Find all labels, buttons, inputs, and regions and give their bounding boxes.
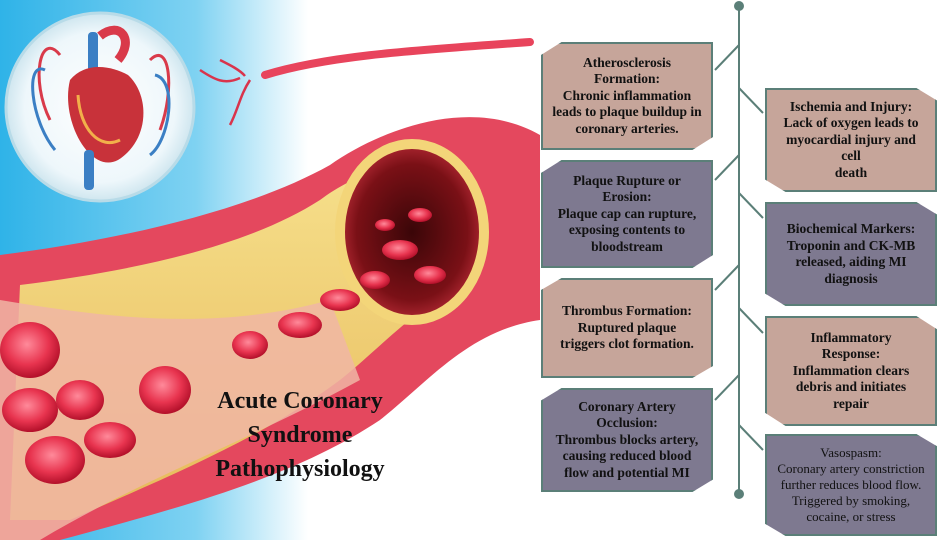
box-line: Formation: <box>594 71 660 87</box>
box-plaque-rupture: Plaque Rupture or Erosion: Plaque cap ca… <box>541 160 713 268</box>
box-ischemia-and-injury: Ischemia and Injury: Lack of oxygen lead… <box>765 88 937 192</box>
box-line: Triggered by smoking, <box>791 493 911 508</box>
box-atherosclerosis-formation: Atherosclerosis Formation: Chronic infla… <box>541 42 713 150</box>
box-inflammatory-response: Inflammatory Response: Inflammation clea… <box>765 316 937 426</box>
box-line: repair <box>833 395 869 411</box>
title-line-1: Acute Coronary <box>217 388 383 414</box>
box-line: Thrombus Formation: <box>562 303 692 319</box>
box-line: cocaine, or stress <box>806 509 896 524</box>
blood-cells <box>0 208 446 484</box>
heart-illustration <box>4 11 196 203</box>
box-line: Response: <box>821 346 881 362</box>
box-line: Coronary Artery <box>578 398 676 414</box>
box-line: Chronic inflammation <box>562 87 692 103</box>
box-line: Lack of oxygen leads to <box>783 115 919 131</box>
box-vasospasm: Vasospasm: Coronary artery constriction … <box>765 434 937 536</box>
connector-lines <box>714 1 764 499</box>
box-line: Inflammation clears <box>792 362 910 378</box>
box-line: further reduces blood flow. <box>780 477 922 492</box>
box-line: Erosion: <box>602 189 652 205</box>
box-line: diagnosis <box>824 270 878 286</box>
box-line: leads to plaque buildup in <box>552 104 702 120</box>
box-line: Occlusion: <box>596 415 658 431</box>
box-biochemical-markers: Biochemical Markers: Troponin and CK-MB … <box>765 202 937 306</box>
box-thrombus-formation: Thrombus Formation: Ruptured plaque trig… <box>541 278 713 378</box>
box-line: Vasospasm: <box>820 445 882 460</box>
box-line: debris and initiates <box>795 379 907 395</box>
box-line: flow and potential MI <box>564 464 690 480</box>
box-line: Inflammatory <box>810 329 892 345</box>
box-line: triggers clot formation. <box>560 336 694 352</box>
box-line: Coronary artery constriction <box>777 461 925 476</box>
box-line: Ischemia and Injury: <box>789 98 913 114</box>
box-line: Ruptured plaque <box>577 319 677 335</box>
box-line: causing reduced blood <box>562 448 692 464</box>
title-line-3: Pathophysiology <box>215 456 385 482</box>
box-line: death <box>834 164 868 180</box>
box-coronary-artery-occlusion: Coronary Artery Occlusion: Thrombus bloc… <box>541 388 713 492</box>
box-line: Biochemical Markers: <box>786 221 916 236</box>
box-line: released, aiding MI <box>795 254 907 269</box>
box-line: bloodstream <box>591 238 663 254</box>
box-line: Plaque Rupture or <box>573 172 681 188</box>
box-line: myocardial injury and cell <box>786 131 916 164</box>
box-line: coronary arteries. <box>575 120 679 136</box>
box-line: Thrombus blocks artery, <box>555 431 699 447</box>
title-line-2: Syndrome <box>247 422 353 448</box>
box-line: exposing contents to <box>568 222 686 238</box>
box-line: Troponin and CK-MB <box>786 237 916 253</box>
artery-lumen <box>335 139 489 325</box>
box-line: Atherosclerosis <box>583 54 671 70</box>
box-line: Plaque cap can rupture, <box>557 205 697 221</box>
artery-branch <box>261 38 534 79</box>
